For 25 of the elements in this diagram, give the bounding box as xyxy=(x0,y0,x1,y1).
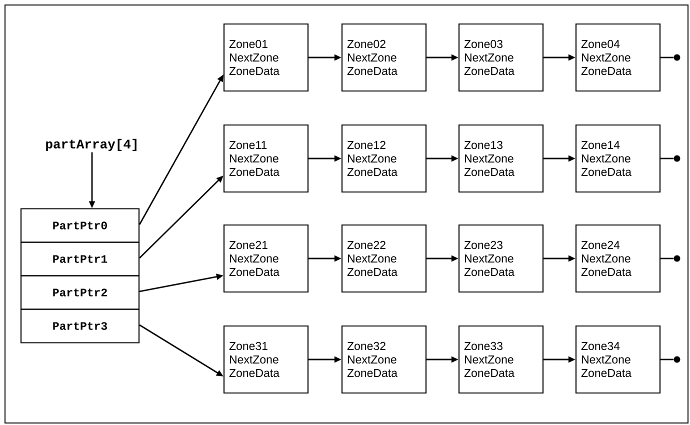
zone-box: Zone02 NextZone ZoneData xyxy=(341,23,427,92)
zone-box: Zone22 NextZone ZoneData xyxy=(341,224,427,293)
zone-box: Zone11 NextZone ZoneData xyxy=(223,124,309,193)
zone-box: Zone04 NextZone ZoneData xyxy=(575,23,661,92)
zone-box: Zone13 NextZone ZoneData xyxy=(458,124,544,193)
connector-line xyxy=(660,158,674,160)
pointer-cell: PartPtr3 xyxy=(20,308,140,344)
zone-box: Zone21 NextZone ZoneData xyxy=(223,224,309,293)
zone-box: Zone03 NextZone ZoneData xyxy=(458,23,544,92)
zone-box: Zone34 NextZone ZoneData xyxy=(575,325,661,394)
pointer-cell: PartPtr1 xyxy=(20,242,140,276)
array-label: partArray[4] xyxy=(46,138,136,152)
connector-line xyxy=(660,56,674,58)
connector-line xyxy=(660,358,674,360)
zone-box: Zone14 NextZone ZoneData xyxy=(575,124,661,193)
zone-box: Zone24 NextZone ZoneData xyxy=(575,224,661,293)
pointer-cell: PartPtr0 xyxy=(20,208,140,243)
pointer-cell: PartPtr2 xyxy=(20,275,140,310)
zone-box: Zone32 NextZone ZoneData xyxy=(341,325,427,394)
zone-box: Zone01 NextZone ZoneData xyxy=(223,23,309,92)
zone-box: Zone33 NextZone ZoneData xyxy=(458,325,544,394)
zone-box: Zone31 NextZone ZoneData xyxy=(223,325,309,394)
connector-line xyxy=(660,258,674,260)
zone-box: Zone23 NextZone ZoneData xyxy=(458,224,544,293)
zone-box: Zone12 NextZone ZoneData xyxy=(341,124,427,193)
